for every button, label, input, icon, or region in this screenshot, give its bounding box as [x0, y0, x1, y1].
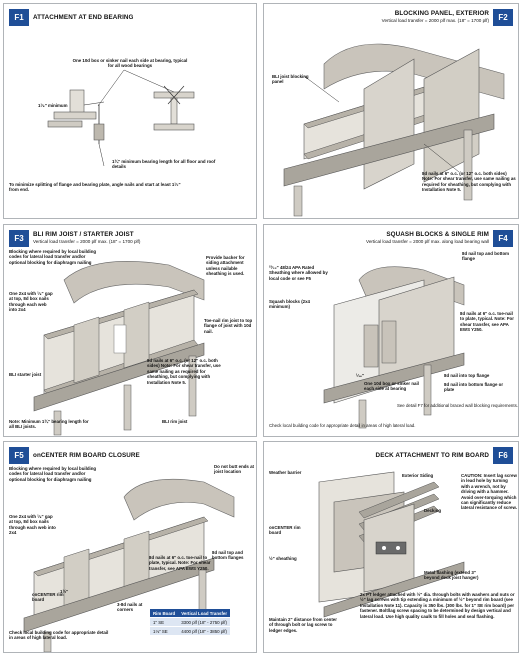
f4-note-see-f7: See detail F7 for additional braced wall… — [396, 403, 518, 408]
f3-illustration — [33, 261, 205, 436]
f6-note-rim: onCENTER rim board — [269, 525, 301, 536]
rim-board-table: Rim Board Vertical Load Transfer 1" SE 3… — [150, 609, 231, 635]
f6-note-decking: Decking — [424, 508, 442, 513]
panel-f4: F4 SQUASH BLOCKS & SINGLE RIM Vertical l… — [263, 224, 519, 437]
f6-note-siding: Exterior Siding — [402, 473, 434, 478]
f3-subtitle: Vertical load transfer = 2000 plf max. (… — [33, 239, 141, 244]
f6-note-flashing: Metal flashing (extend 3" beyond deck jo… — [424, 570, 479, 581]
f5-note-rim: onCENTER rim board — [32, 592, 64, 603]
f5-note-check: Check local building code for appropriat… — [9, 630, 109, 641]
f6-note-sheathing: ½" sheathing — [269, 556, 297, 561]
badge-f5: F5 — [9, 447, 29, 464]
rim-table-cell: 4400 plf (18" - 3850 plf) — [178, 626, 231, 635]
rim-table-cell: 3300 plf (18" - 2750 plf) — [178, 617, 231, 627]
panel-f6: F6 DECK ATTACHMENT TO RIM BOARD Weather … — [263, 441, 519, 653]
panel-f1: F1 ATTACHMENT AT END BEARING One 10d box… — [3, 3, 257, 219]
f5-note-nails: 8d nails at 6" o.c. toe-nail to plate, t… — [149, 555, 211, 571]
f3-note-rim: BLI rim joist — [162, 419, 188, 424]
f2-illustration — [283, 43, 505, 217]
badge-f1: F1 — [9, 9, 29, 26]
f1-note-min: 1¹⁄₈" minimum — [38, 103, 68, 108]
f6-note-weather: Weather barrier — [269, 470, 302, 475]
f5-note-butt: Do not butt ends at joist location — [214, 464, 254, 475]
f1-illustration — [47, 69, 195, 167]
f3-note-starter: BLI starter joist — [9, 372, 42, 377]
f2-subtitle: Vertical load transfer = 2000 plf max. (… — [381, 18, 489, 23]
f4-title: SQUASH BLOCKS & SINGLE RIM — [386, 231, 489, 238]
f6-note-distance: Maintain 2" distance from center of thro… — [269, 617, 337, 633]
f4-note-squash: Squash blocks (2x4 minimum) — [269, 299, 310, 310]
f4-note-into-bottom: 8d nail into bottom flange or plate — [444, 382, 504, 393]
f4-subtitle: Vertical load transfer = 2000 plf max. a… — [366, 239, 489, 244]
rim-table-header-load: Vertical Load Transfer — [178, 609, 231, 618]
f4-note-gap: ¹⁄₁₆" — [356, 373, 365, 378]
f5-title: onCENTER RIM BOARD CLOSURE — [33, 452, 140, 459]
panel-f2: F2 BLOCKING PANEL, EXTERIOR Vertical loa… — [263, 3, 519, 219]
f5-note-2x4: One 2x4 with ¹⁄₈" gap at top, 8d box nai… — [9, 514, 56, 536]
f6-note-ledger: 2x PT ledger attached with ½" dia. throu… — [360, 592, 515, 619]
f2-note-blocking: BLI joist blocking panel — [272, 74, 309, 85]
f5-note-corners: 3-8d nails at corners — [117, 602, 143, 613]
rim-table-header: Rim Board Vertical Load Transfer — [150, 609, 231, 618]
f1-note-bearing: 1¾" minimum bearing length for all floor… — [112, 159, 216, 170]
f1-note-split: To minimize splitting of flange and bear… — [9, 182, 181, 193]
rim-table-cell: 1" SE — [150, 617, 179, 627]
f6-note-caution: CAUTION: Insert lag screw in lead hole b… — [461, 473, 517, 511]
f4-note-top-flange: 8d nail top and bottom flange — [462, 251, 510, 262]
f5-note-dim: 1½" — [60, 589, 69, 594]
table-row: 1⅛" SE 4400 plf (18" - 3850 plf) — [150, 626, 231, 635]
f4-note-toenail: 8d nails at 6" o.c. toe-nail to plate, t… — [460, 311, 514, 333]
f2-title: BLOCKING PANEL, EXTERIOR — [394, 10, 489, 17]
badge-f4: F4 — [493, 230, 513, 247]
badge-f2: F2 — [493, 9, 513, 26]
f3-note-2x4: One 2x4 with ¹⁄₈" gap at top, 8d box nai… — [9, 291, 53, 313]
f3-note-toenail: Toe-nail rim joist to top flange of jois… — [204, 318, 253, 334]
f6-illustration — [318, 471, 465, 618]
panel-f3: F3 BLI RIM JOIST / STARTER JOIST Vertica… — [3, 224, 257, 437]
f3-title: BLI RIM JOIST / STARTER JOIST — [33, 231, 134, 238]
rim-table-cell: 1⅛" SE — [150, 626, 179, 635]
badge-f6: F6 — [493, 447, 513, 464]
f4-note-sheathing: ²³⁄₃₂" 48/24 APA Rated Sheathing where a… — [269, 265, 328, 281]
f3-note-nails: 8d nails at 6" o.c. (or 12" o.c. both si… — [147, 358, 221, 385]
f5-note-top-bottom: 8d nail top and bottom flanges — [212, 550, 244, 561]
f3-note-backer: Provide backer for siding attachment unl… — [206, 255, 245, 277]
f4-illustration — [323, 266, 465, 429]
f4-note-into-top: 8d nail into top flange — [444, 373, 490, 378]
badge-f3: F3 — [9, 230, 29, 247]
f1-title: ATTACHMENT AT END BEARING — [33, 14, 134, 21]
f5-note-blocking: Blocking where required by local buildin… — [9, 466, 97, 482]
f5-illustration — [23, 478, 235, 652]
f4-note-check: Check local building code for appropriat… — [269, 423, 416, 428]
f2-note-nails: 8d nails at 6" o.c. (or 12" o.c. both si… — [422, 171, 516, 193]
f3-note-bearing: Note: Minimum 1¾" bearing length for all… — [9, 419, 89, 430]
f4-note-box-nail: One 10d box or sinker nail each side at … — [364, 381, 419, 392]
f6-title: DECK ATTACHMENT TO RIM BOARD — [375, 452, 489, 459]
rim-table-header-board: Rim Board — [150, 609, 179, 618]
f3-note-blocking: Blocking where required by local buildin… — [9, 249, 97, 265]
panel-f5: F5 onCENTER RIM BOARD CLOSURE Blocking w… — [3, 441, 257, 653]
table-row: 1" SE 3300 plf (18" - 2750 plf) — [150, 617, 231, 627]
f1-note-box-nail: One 10d box or sinker nail each side at … — [72, 58, 188, 69]
